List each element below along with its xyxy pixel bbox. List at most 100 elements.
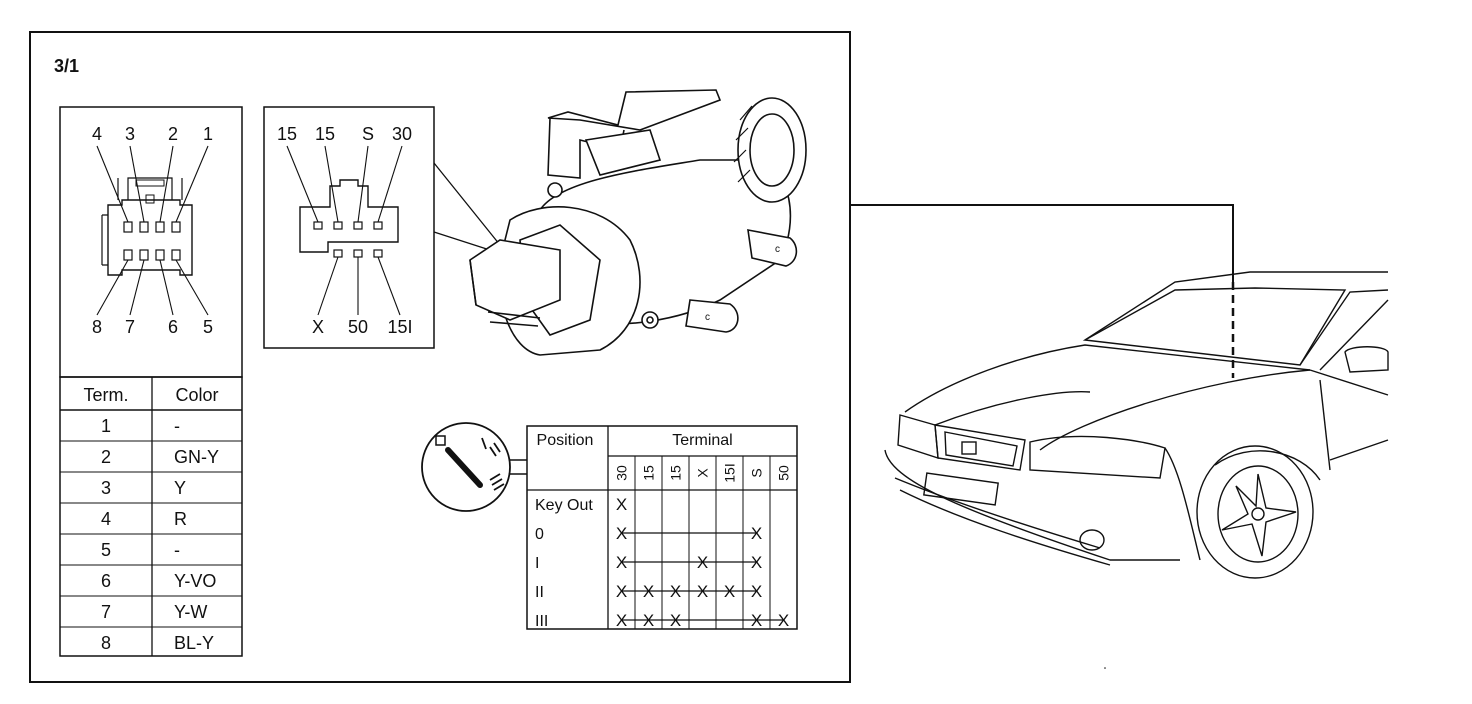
color-table-header: Color: [175, 385, 218, 405]
color-table-term-cell: 2: [101, 447, 111, 467]
connector-a-leader: [129, 259, 145, 316]
position-mark: X: [616, 611, 627, 630]
color-table-color-cell: Y: [174, 478, 186, 498]
connector-a-leader: [129, 145, 145, 223]
color-table-term-cell: 8: [101, 633, 111, 653]
terminal-column-label: 50: [776, 465, 792, 481]
location-leader-line: [850, 204, 1234, 282]
connector-a-frame: [59, 106, 243, 378]
connector-b-leader: [377, 145, 403, 223]
connector-b-pin: [313, 221, 323, 230]
connector-b-pin: [333, 221, 343, 230]
position-mark: X: [751, 524, 762, 543]
connector-leader-lines: [433, 162, 501, 253]
connector-a-leader: [96, 259, 129, 316]
position-mark: X: [697, 582, 708, 601]
position-row-label: 0: [535, 526, 544, 543]
connector-b-pin-label: 15I: [387, 317, 412, 337]
ignition-switch-illustration: c c: [469, 89, 807, 356]
connector-a-pin: [123, 249, 133, 261]
position-header: Position: [537, 432, 594, 449]
position-row-label: II: [535, 584, 544, 601]
terminal-column-label: 30: [614, 465, 630, 481]
connector-b-pin: [333, 249, 343, 258]
dial-leader: [510, 459, 527, 475]
connector-a-pin-label: 3: [125, 124, 135, 144]
position-mark: X: [616, 582, 627, 601]
connector-a-pin: [171, 221, 181, 233]
figure-label: 3/1: [54, 56, 79, 76]
position-mark: X: [751, 611, 762, 630]
connector-b-pin-label: X: [312, 317, 324, 337]
connector-a-leader: [175, 259, 209, 316]
connector-a-pin-label: 6: [168, 317, 178, 337]
connector-a-pin: [171, 249, 181, 261]
connector-a-pin-label: 5: [203, 317, 213, 337]
ignition-dial: [421, 422, 527, 512]
svg-text:c: c: [705, 312, 710, 323]
connector-b-leader: [324, 145, 339, 223]
position-mark: X: [751, 582, 762, 601]
connector-a-drawing: [101, 177, 193, 276]
color-table-term-cell: 4: [101, 509, 111, 529]
connector-b-leader: [286, 145, 319, 223]
position-mark: X: [751, 553, 762, 572]
position-row-label: I: [535, 555, 539, 572]
color-table-color-cell: GN-Y: [174, 447, 219, 467]
connector-a-pin: [139, 249, 149, 261]
connector-a-pin-label: 4: [92, 124, 102, 144]
speck: [1104, 667, 1106, 669]
terminal-header: Terminal: [672, 432, 732, 449]
connector-a-pin-label: 2: [168, 124, 178, 144]
color-table-term-cell: 7: [101, 602, 111, 622]
connector-b-leader: [377, 256, 401, 316]
connector-b-drawing: [299, 179, 399, 253]
color-table-term-cell: 5: [101, 540, 111, 560]
terminal-column-label: S: [749, 468, 765, 477]
connector-a-pin: [123, 221, 133, 233]
position-mark: X: [670, 611, 681, 630]
car-illustration: [850, 204, 1389, 579]
connector-a-pin-label: 7: [125, 317, 135, 337]
svg-text:c: c: [775, 244, 780, 255]
position-mark: X: [670, 582, 681, 601]
position-mark: X: [697, 553, 708, 572]
connector-a-leader: [96, 145, 129, 223]
connector-b-pin-label: S: [362, 124, 374, 144]
connector-a-leader: [159, 259, 174, 316]
connector-a-pin-label: 8: [92, 317, 102, 337]
terminal-column-label: 15I: [722, 463, 738, 482]
connector-b-frame: [263, 106, 435, 349]
color-table-term-cell: 1: [101, 416, 111, 436]
connector-a-pin: [139, 221, 149, 233]
dial-mark-iii-icon: [489, 473, 505, 491]
connector-a-leader: [175, 145, 209, 223]
connector-b-leader: [317, 256, 339, 316]
dial-key-slot: [445, 447, 483, 488]
connector-a-pin: [155, 221, 165, 233]
connector-b-pin: [353, 249, 363, 258]
color-table-color-cell: Y-VO: [174, 571, 216, 591]
connector-a-leader: [159, 145, 174, 223]
color-table-term-cell: 3: [101, 478, 111, 498]
position-mark: X: [643, 582, 654, 601]
dial-mark-0-icon: [435, 435, 446, 446]
position-row-label: Key Out: [535, 497, 593, 514]
dial-mark-i-icon: [481, 437, 487, 450]
terminal-column-label: 15: [668, 465, 684, 481]
connector-b-pin: [353, 221, 363, 230]
position-mark: X: [616, 495, 627, 514]
color-table-header: Term.: [84, 385, 129, 405]
color-table-color-cell: -: [174, 416, 180, 436]
color-table-frame: [59, 376, 243, 657]
position-row-label: III: [535, 613, 548, 630]
terminal-column-label: 15: [641, 465, 657, 481]
color-table-color-cell: R: [174, 509, 187, 529]
connector-a-pin-label: 1: [203, 124, 213, 144]
color-table-color-cell: Y-W: [174, 602, 207, 622]
connector-b-pin: [373, 221, 383, 230]
position-mark: X: [616, 553, 627, 572]
